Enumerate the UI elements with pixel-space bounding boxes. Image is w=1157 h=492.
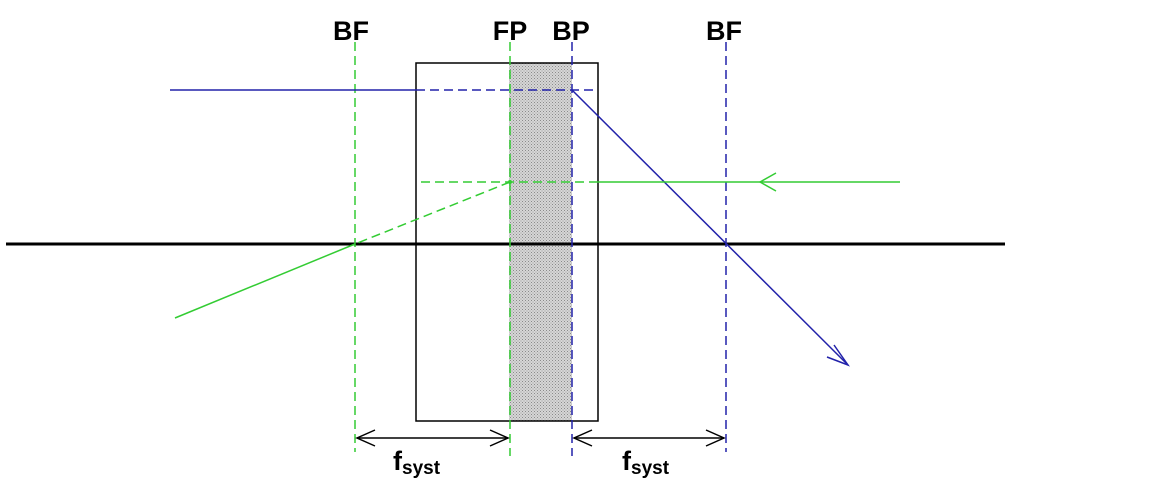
label-fp: FP: [493, 16, 528, 46]
focal-length-label-right: fsyst: [622, 446, 670, 479]
arrowhead-left-a: [355, 429, 376, 447]
arrowhead-right-a: [572, 429, 593, 447]
focal-length-symbol: f: [622, 446, 632, 476]
blue-ray-arrowhead: [826, 344, 851, 367]
focal-length-subscript: syst: [631, 458, 670, 479]
arrowhead-left-b: [489, 429, 510, 447]
arrowhead-right-b: [705, 429, 726, 447]
label-bf-right: BF: [706, 16, 742, 46]
label-bp: BP: [552, 16, 590, 46]
focal-length-symbol: f: [393, 446, 403, 476]
thick-lens-outline: [415, 62, 599, 422]
green-ray-outgoing: [174, 243, 356, 319]
principal-plane-region: [509, 63, 572, 421]
blue-ray-refracted: [571, 89, 849, 366]
focal-length-label-left: fsyst: [393, 446, 441, 479]
focal-length-subscript: syst: [402, 458, 441, 479]
green-ray-node: [508, 180, 512, 184]
green-ray-arrowhead: [758, 172, 777, 192]
label-bf-left: BF: [333, 16, 369, 46]
green-ray-construction: [354, 181, 511, 245]
